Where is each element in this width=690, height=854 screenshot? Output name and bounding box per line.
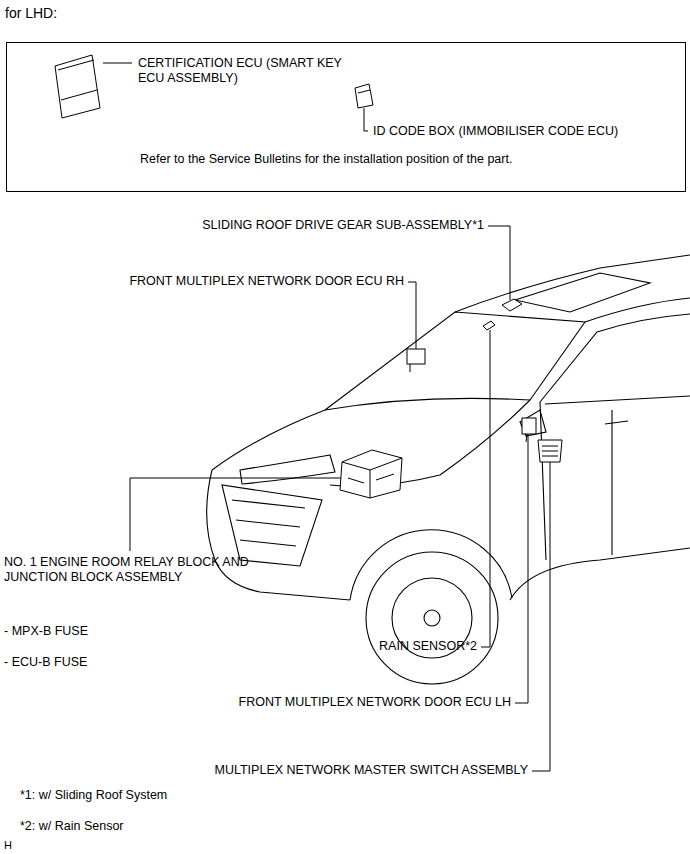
part-label: SLIDING ROOF DRIVE GEAR SUB-ASSEMBLY*1 (202, 218, 484, 233)
part-label: MULTIPLEX NETWORK MASTER SWITCH ASSEMBLY (215, 763, 528, 778)
part-label: NO. 1 ENGINE ROOM RELAY BLOCK AND JUNCTI… (4, 555, 254, 585)
leader-lines (103, 63, 550, 771)
component-symbols (55, 55, 562, 498)
footnote: *1: w/ Sliding Roof System (20, 788, 167, 803)
fuse-name: - ECU-B FUSE (4, 655, 87, 670)
footnote: *2: w/ Rain Sensor (20, 819, 124, 834)
part-name: Refer to the Service Bulletins for the i… (140, 152, 512, 167)
page-title: for LHD: (5, 6, 57, 21)
part-label: FRONT MULTIPLEX NETWORK DOOR ECU LH (239, 695, 511, 710)
car-outline (207, 255, 690, 684)
figure-code: H (4, 838, 12, 853)
parts-box: CERTIFICATION ECU (SMART KEY ECU ASSEMBL… (6, 42, 686, 192)
part-label: RAIN SENSOR*2 (379, 639, 477, 654)
part-label: FRONT MULTIPLEX NETWORK DOOR ECU RH (129, 274, 404, 289)
part-name: CERTIFICATION ECU (SMART KEY ECU ASSEMBL… (138, 56, 343, 86)
fuse-name: - MPX-B FUSE (4, 624, 88, 639)
part-name: ID CODE BOX (IMMOBILISER CODE ECU) (373, 124, 618, 139)
